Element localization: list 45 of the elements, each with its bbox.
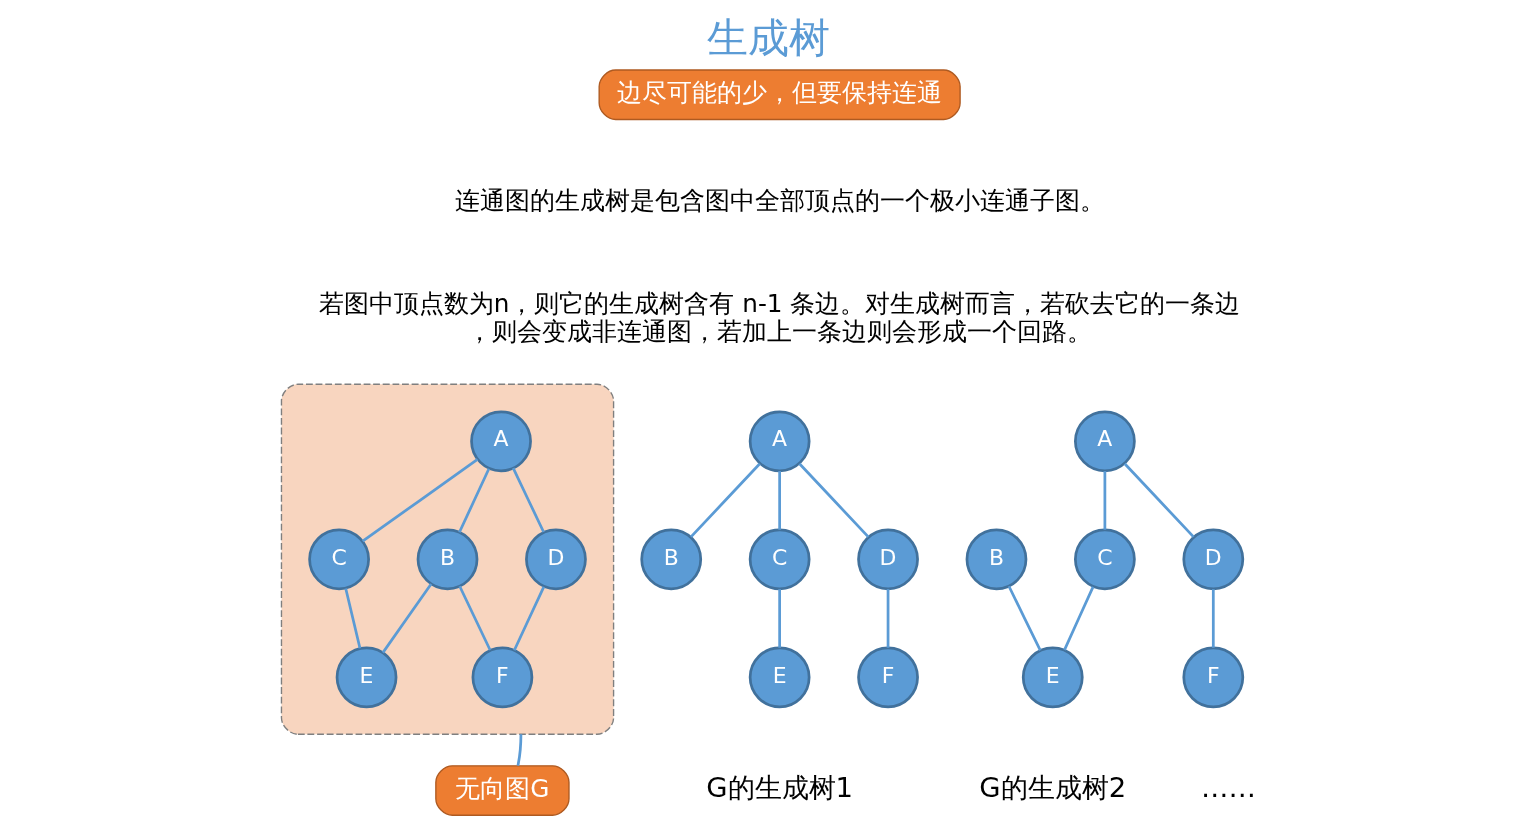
connector	[1103, 471, 1106, 530]
node-circle: E	[335, 646, 397, 709]
cluster	[280, 383, 614, 735]
connector	[457, 468, 490, 533]
label: G的生成树2	[978, 772, 1126, 804]
node-circle: F	[1181, 646, 1244, 709]
connector	[689, 462, 761, 538]
node-circle: F	[471, 646, 533, 709]
node-circle: D	[856, 528, 919, 591]
connector	[1123, 462, 1195, 538]
connector	[1007, 585, 1041, 652]
node-circle: C	[307, 528, 370, 591]
connector	[1062, 586, 1094, 651]
node-box: 边尽可能的少，但要保持连通	[598, 69, 961, 121]
connector	[886, 589, 889, 648]
node-circle: B	[965, 528, 1027, 591]
node-circle: C	[748, 528, 810, 591]
connector	[777, 589, 781, 648]
label: ……	[1200, 772, 1256, 804]
node-circle: A	[469, 410, 532, 473]
label: 连通图的生成树是包含图中全部顶点的一个极小连通子图。	[454, 186, 1105, 216]
node-circle: D	[1181, 528, 1244, 591]
node-circle: A	[1073, 410, 1136, 473]
connector	[516, 734, 522, 766]
node-circle: C	[1073, 528, 1136, 591]
connector	[798, 462, 869, 538]
node-circle: B	[639, 528, 702, 591]
label: G的生成树1	[705, 772, 853, 804]
connector	[777, 471, 781, 530]
node-circle: D	[524, 528, 587, 591]
connector	[381, 583, 432, 654]
connector	[343, 588, 361, 649]
node-circle: F	[856, 646, 919, 709]
connector	[457, 585, 491, 651]
node-circle: E	[1021, 646, 1084, 709]
connector	[361, 458, 478, 543]
node-circle: A	[748, 410, 810, 473]
diagram-title: 生成树	[707, 14, 830, 63]
connector	[511, 467, 545, 533]
label: 若图中顶点数为n，则它的生成树含有 n-1 条边。对生成树而言，若砍去它的一条边，则会变成非连通图，若加上一条边则会形成一个回路。	[318, 289, 1240, 346]
node-circle: E	[748, 646, 810, 709]
connector	[512, 586, 545, 651]
node-circle: B	[416, 528, 478, 591]
connector	[1211, 589, 1215, 648]
node-box: 无向图G	[434, 765, 570, 816]
